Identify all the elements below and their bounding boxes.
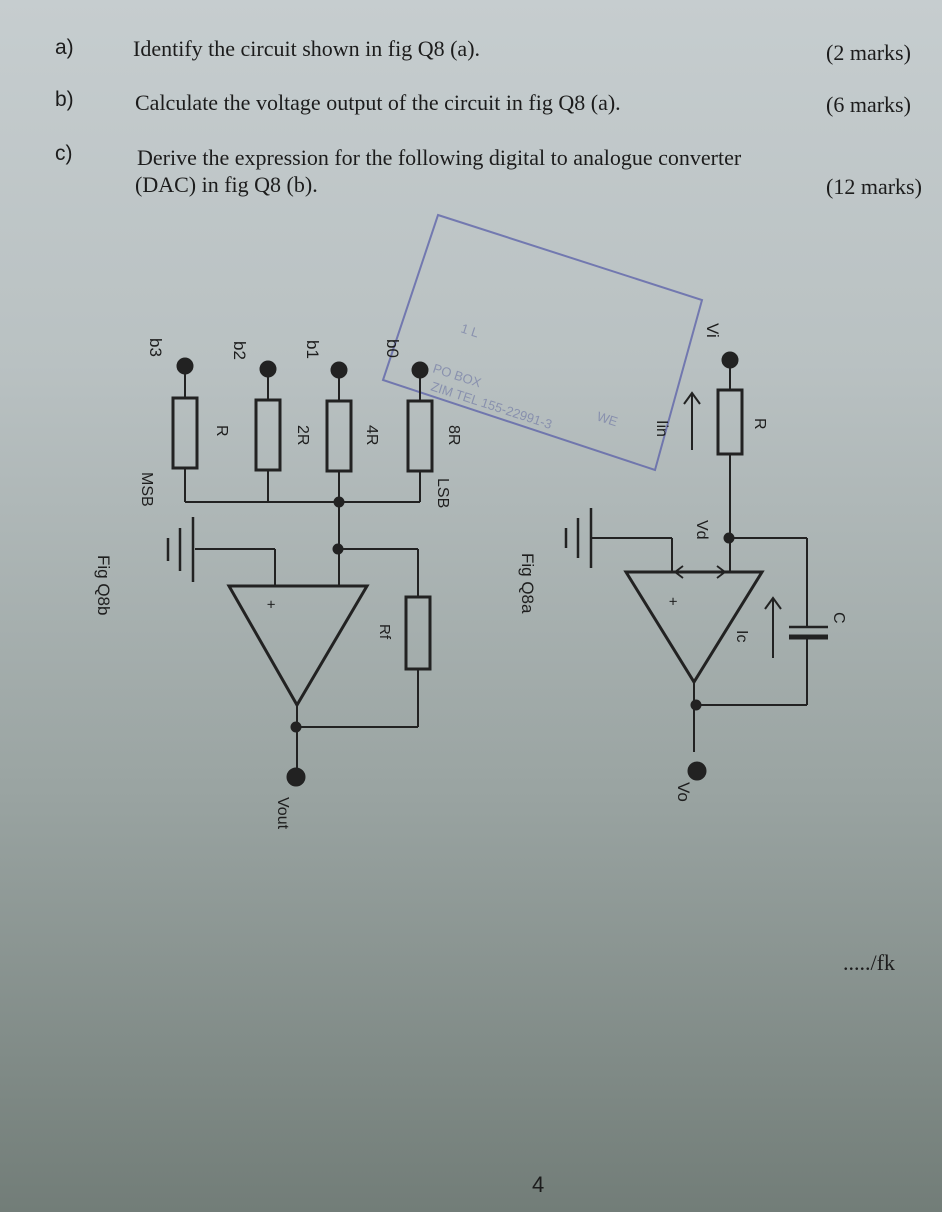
question-text: Identify the circuit shown in fig Q8 (a)… bbox=[133, 36, 481, 61]
question-letter: a) bbox=[55, 36, 74, 59]
label-ic: Ic bbox=[733, 630, 750, 642]
question-letter: b) bbox=[55, 88, 74, 111]
resistor-r bbox=[171, 396, 199, 470]
terminal-vout bbox=[286, 767, 306, 787]
question-text: Calculate the voltage output of the circ… bbox=[135, 90, 621, 115]
caption-fig-q8b: Fig Q8b bbox=[94, 555, 113, 615]
fig-q8a-integrator bbox=[564, 351, 828, 781]
resistor-rf bbox=[404, 595, 432, 671]
question-marks: (6 marks) bbox=[826, 92, 911, 117]
label-vout: Vout bbox=[274, 797, 291, 830]
resistor-8r bbox=[406, 399, 434, 473]
terminal-vo bbox=[687, 761, 707, 781]
opamp-triangle bbox=[226, 584, 370, 708]
label-8r: 8R bbox=[445, 425, 462, 445]
label-lsb: LSB bbox=[434, 478, 451, 508]
question-marks: (2 marks) bbox=[826, 40, 911, 65]
fig-q8a-labels: Vi R Iin Vd C Ic Vo + Fig Q8a bbox=[518, 323, 847, 802]
label-vd: Vd bbox=[693, 520, 710, 540]
continuation-note: ...../fk bbox=[843, 950, 895, 975]
label-b3: b3 bbox=[146, 338, 165, 357]
label-b0: b0 bbox=[383, 339, 402, 358]
resistor-4r bbox=[325, 399, 353, 473]
terminal-b0 bbox=[411, 361, 429, 379]
fig-q8b-dac bbox=[166, 357, 434, 787]
opamp-plus: + bbox=[262, 600, 279, 609]
label-4r: 4R bbox=[363, 425, 380, 445]
resistor-2r bbox=[254, 398, 282, 472]
question-text-line1: Derive the expression for the following … bbox=[137, 145, 742, 170]
stamp-fragment: WE bbox=[595, 409, 620, 430]
caption-fig-q8a: Fig Q8a bbox=[518, 553, 537, 614]
terminal-b3 bbox=[176, 357, 194, 375]
label-vo: Vo bbox=[674, 782, 693, 802]
label-msb: MSB bbox=[138, 472, 155, 507]
label-rf: Rf bbox=[376, 624, 393, 640]
opamp-triangle bbox=[623, 570, 765, 685]
label-b1: b1 bbox=[303, 340, 322, 359]
terminal-vi bbox=[721, 351, 739, 369]
label-r: R bbox=[213, 425, 230, 437]
terminal-b1 bbox=[330, 361, 348, 379]
opamp-plus: + bbox=[664, 597, 681, 606]
question-letter: c) bbox=[55, 142, 73, 165]
label-r: R bbox=[751, 418, 768, 430]
label-vi: Vi bbox=[703, 323, 722, 338]
page-number: 4 bbox=[532, 1172, 545, 1197]
stamp-line3: ZIM TEL 155-22991-3 bbox=[429, 379, 554, 432]
label-2r: 2R bbox=[294, 425, 311, 445]
question-text-line2: (DAC) in fig Q8 (b). bbox=[135, 172, 318, 197]
label-iin: Iin bbox=[653, 420, 670, 437]
fig-q8b-labels: b3 b2 b1 b0 R 2R 4R 8R MSB LSB Rf Vout +… bbox=[94, 338, 462, 830]
stamp-line1: 1 L bbox=[459, 321, 481, 341]
question-marks: (12 marks) bbox=[826, 174, 922, 199]
terminal-b2 bbox=[259, 360, 277, 378]
label-c: C bbox=[830, 612, 847, 624]
resistor-r bbox=[716, 388, 744, 456]
label-b2: b2 bbox=[230, 341, 249, 360]
